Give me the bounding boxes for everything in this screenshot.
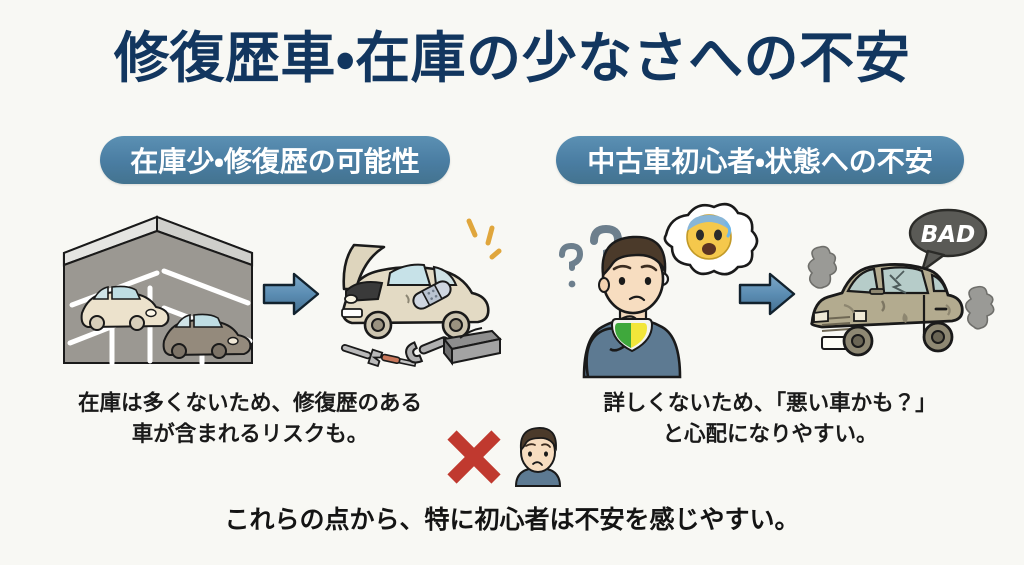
spark-lines-icon xyxy=(466,218,502,260)
panel-badge-left-label: 在庫少・修復歴の可能性 xyxy=(130,145,420,178)
panel-badge-left: 在庫少・修復歴の可能性 xyxy=(100,136,450,184)
screwdriver-icon xyxy=(381,353,417,367)
beginner-driver-badge-icon xyxy=(610,318,654,353)
page-title: 修復歴車・在庫の少なさへの不安 xyxy=(113,26,911,90)
panel-right-caption: 詳しくないため、「悪い車かも？」 と心配になりやすい。 xyxy=(603,391,937,447)
toolbox-icon xyxy=(442,327,503,366)
summary-text: これらの点から、特に初心者は不安を感じやすい。 xyxy=(224,505,800,534)
worried-beginner-illustration xyxy=(559,202,759,379)
panel-right: BAD xyxy=(540,202,1010,380)
bandage-patch-icon xyxy=(412,280,452,310)
parked-car-dark xyxy=(162,313,252,359)
panel-left-caption: 在庫は多くないため、修復歴のある 車が含まれるリスクも。 xyxy=(77,391,422,447)
person-figure xyxy=(582,235,682,379)
damaged-smoking-car-illustration: BAD xyxy=(807,208,995,357)
bad-speech-bubble: BAD xyxy=(908,208,988,273)
bad-label: BAD xyxy=(921,222,975,248)
smoke-icon-right xyxy=(964,285,995,330)
parked-car-cream xyxy=(80,285,170,331)
question-mark-small-icon xyxy=(559,242,584,271)
question-mark-small-dot xyxy=(568,280,576,288)
repaired-car-illustration xyxy=(340,218,503,368)
wrench-icon xyxy=(340,344,384,368)
panel-right-artwork-row: BAD xyxy=(540,202,1010,380)
worried-face-icon xyxy=(514,427,562,487)
anxious-face-icon xyxy=(686,214,732,260)
panel-left-artwork-row xyxy=(30,205,503,380)
panel-left xyxy=(30,205,503,380)
transition-arrow-left-panel xyxy=(262,272,320,316)
parking-lot-illustration xyxy=(62,215,254,366)
panel-badge-right: 中古車初心者・状態への不安 xyxy=(556,136,964,184)
thought-bubble xyxy=(647,202,759,296)
transition-arrow-right-panel xyxy=(738,272,796,316)
smoke-icon-left xyxy=(807,245,838,289)
red-cross-icon xyxy=(447,430,501,484)
panel-badge-right-label: 中古車初心者・状態への不安 xyxy=(587,145,933,178)
